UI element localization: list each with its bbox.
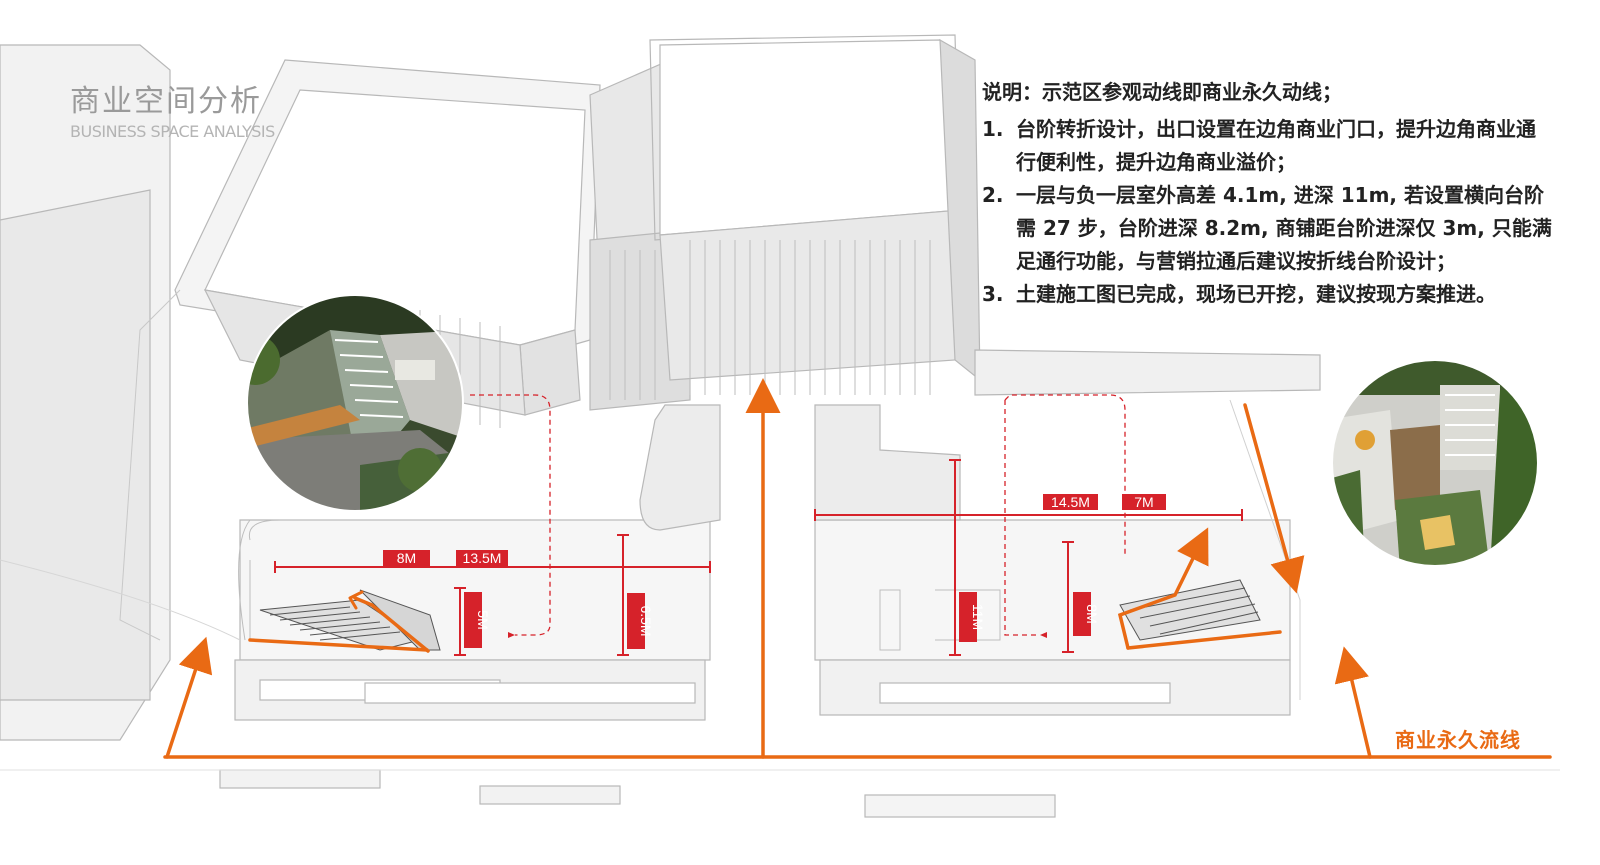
flow-line-label: 商业永久流线 xyxy=(1395,728,1521,752)
stair-right xyxy=(1119,579,1261,641)
note-item: 3. 土建施工图已完成，现场已开挖，建议按现方案推进。 xyxy=(982,278,1582,311)
dimension-lines xyxy=(274,459,1243,656)
note-number: 2. xyxy=(982,183,1004,207)
commercial-flow-lines xyxy=(163,378,1552,759)
dim-right-v1: 11M xyxy=(970,604,986,630)
dim-left-v1: 5M xyxy=(475,610,491,629)
note-item: 1. 台阶转折设计，出口设置在边角商业门口，提升边角商业通行便利性，提升边角商业… xyxy=(982,113,1582,179)
stair-left xyxy=(259,589,441,651)
dim-right-h1: 14.5M xyxy=(1051,494,1090,510)
notes-panel: 说明：示范区参观动线即商业永久动线； 1. 台阶转折设计，出口设置在边角商业门口… xyxy=(982,76,1582,311)
dashed-paths xyxy=(470,394,1126,636)
note-number: 3. xyxy=(982,282,1004,306)
dim-left-h2: 13.5M xyxy=(463,550,502,566)
notes-lead: 说明：示范区参观动线即商业永久动线； xyxy=(982,80,1342,104)
dim-right-h2: 7M xyxy=(1134,494,1153,510)
dim-left-v2: 6.5M xyxy=(638,605,654,636)
note-text: 一层与负一层室外高差 4.1m, 进深 11m, 若设置横向台阶需 27 步，台… xyxy=(1016,183,1552,273)
note-number: 1. xyxy=(982,117,1004,141)
page-title: 商业空间分析 xyxy=(70,84,262,119)
dimension-labels: 8M 13.5M 5M 6.5M 14.5M 7M 11M 8M xyxy=(383,494,1166,649)
note-text: 台阶转折设计，出口设置在边角商业门口，提升边角商业通行便利性，提升边角商业溢价； xyxy=(1016,117,1536,174)
page-subtitle: BUSINESS SPACE ANALYSIS xyxy=(70,122,275,141)
right-inset-render xyxy=(1331,359,1539,567)
dim-left-h1: 8M xyxy=(397,550,416,566)
dim-right-v2: 8M xyxy=(1084,604,1100,623)
note-text: 土建施工图已完成，现场已开挖，建议按现方案推进。 xyxy=(1016,282,1496,306)
note-item: 2. 一层与负一层室外高差 4.1m, 进深 11m, 若设置横向台阶需 27 … xyxy=(982,179,1582,278)
left-inset-render xyxy=(246,294,464,512)
